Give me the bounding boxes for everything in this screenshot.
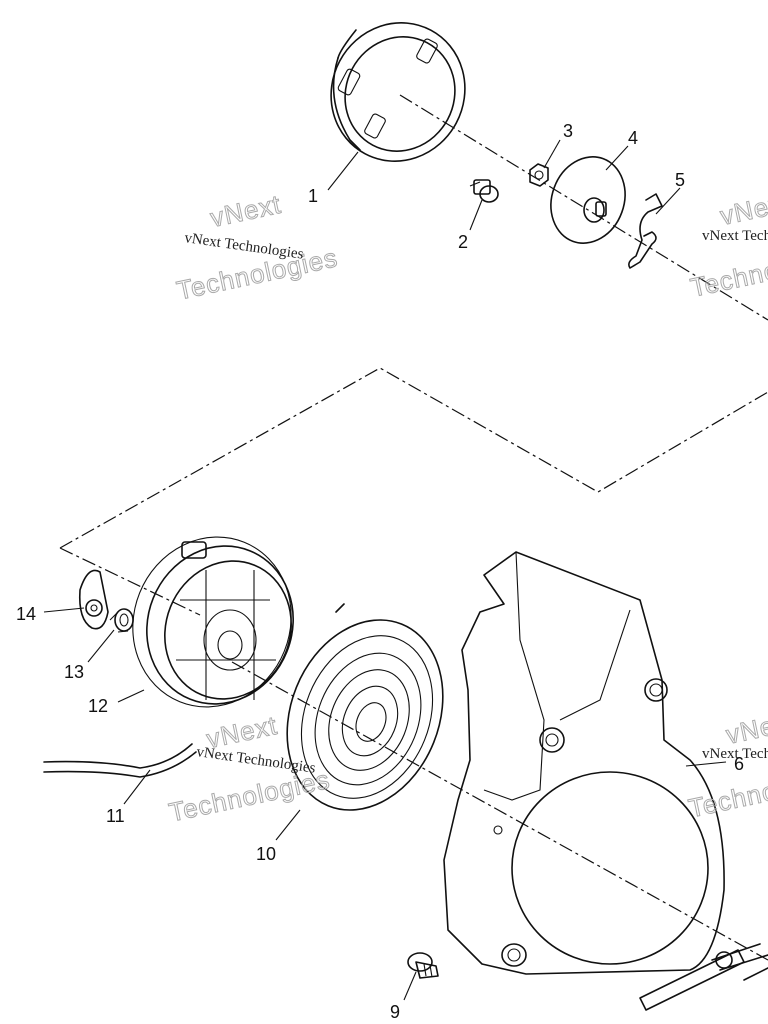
watermark-brand-top: vNext — [208, 189, 284, 233]
callout-9: 9 — [390, 1002, 400, 1022]
bolt-part — [469, 179, 499, 203]
watermark-brand-bottom-right: Technologies — [688, 239, 768, 302]
callout-4: 4 — [628, 128, 638, 148]
callout-leaders — [43, 139, 727, 1001]
callout-12: 12 — [88, 696, 108, 716]
callout-6: 6 — [734, 754, 744, 774]
callout-13: 13 — [64, 662, 84, 682]
recoil-spring-part — [286, 603, 444, 811]
watermark-caption-mid-left: vNext Technologies — [195, 744, 316, 777]
callout-1: 1 — [308, 186, 318, 206]
assembly-axis-lines — [59, 94, 768, 961]
mounting-boss-part — [78, 569, 109, 630]
callout-14: 14 — [16, 604, 36, 624]
starter-cup-part — [330, 22, 466, 162]
watermark-brand-top-right: vNext — [717, 187, 768, 231]
callout-11: 11 — [106, 806, 125, 826]
watermark-caption-mid-right: vNext Technologies — [702, 746, 768, 762]
callout-10: 10 — [256, 844, 276, 864]
rope-reel-part — [132, 536, 294, 708]
callout-2: 2 — [458, 232, 468, 252]
callout-labels: 1 2 3 4 5 6 9 10 11 12 13 14 — [16, 121, 744, 1022]
watermark-brand-top-mid-right: vNext — [723, 706, 768, 750]
bushing-part — [109, 608, 134, 633]
screw-plug-part — [407, 952, 439, 979]
callout-5: 5 — [675, 170, 685, 190]
friction-spring-part — [628, 193, 663, 269]
watermark-caption-top-left: vNext Technologies — [183, 230, 304, 263]
callout-3: 3 — [563, 121, 573, 141]
starter-rope-part — [43, 743, 197, 778]
watermark-caption-top-right: vNext Technologies — [702, 228, 768, 244]
nut-part — [529, 163, 549, 187]
starter-housing-part — [443, 551, 768, 1011]
drive-plate-part — [550, 156, 626, 244]
